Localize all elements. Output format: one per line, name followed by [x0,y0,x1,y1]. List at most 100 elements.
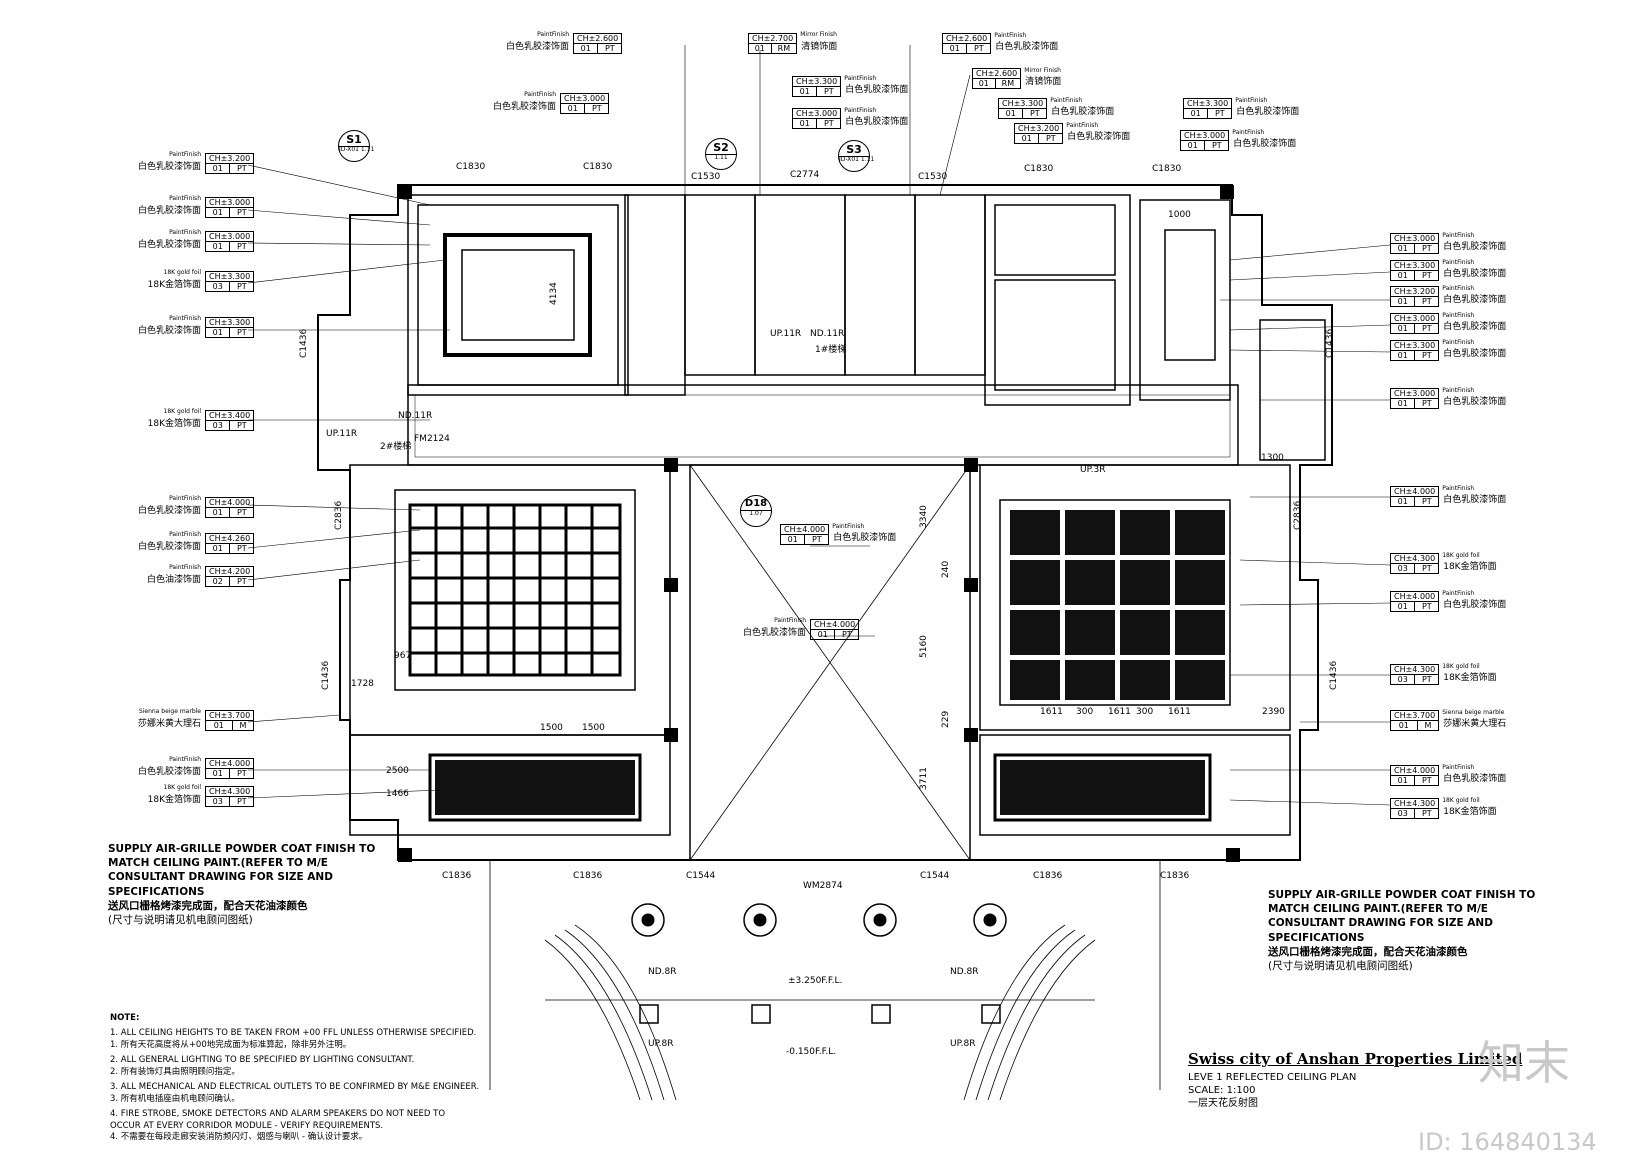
finish-tag-t11-finish: PaintFinish [1232,129,1265,136]
finish-tag-t5-code: 01 [791,118,818,129]
finish-tag-t8-finish: PaintFinish [1050,97,1083,104]
finish-tag-t2-ch: CH±3.000 [559,93,610,104]
leader-lines [247,45,1391,806]
finish-tag-r9-code: 01 [1389,601,1416,612]
note-item: 2. 所有装饰灯具由照明顾问指定。 [110,1066,240,1077]
finish-tag-t1-zh: 白色乳胶漆饰面 [505,42,569,52]
finish-tag-t6-finish: PaintFinish [994,32,1027,39]
finish-tag-r7-code: 01 [1389,496,1416,507]
dimension-label: C1436 [1329,660,1339,690]
finish-tag-r4-code: 01 [1389,323,1416,334]
dimension-label: 3711 [919,767,929,790]
watermark-logo: 知末 [1478,1036,1570,1090]
finish-tag-r1-zh: 白色乳胶漆饰面 [1443,242,1507,252]
dimension-label: UP.8R [950,1039,976,1049]
dimension-label: C1830 [1024,164,1054,174]
columns [398,185,1240,862]
section-marker-s3-id: S3 [846,143,862,156]
finish-tag-t10-type: PT [1207,108,1233,119]
note-item: 1. ALL CEILING HEIGHTS TO BE TAKEN FROM … [110,1028,477,1039]
note-item: OCCUR AT EVERY CORRIDOR MODULE - VERIFY … [110,1120,384,1131]
finish-tag-t10-zh: 白色乳胶漆饰面 [1236,107,1300,117]
finish-tag-t6-zh: 白色乳胶漆饰面 [995,42,1059,52]
note-item: 4. FIRE STROBE, SMOKE DETECTORS AND ALAR… [110,1109,446,1120]
dimension-label: C2774 [790,170,820,180]
finish-tag-r8-finish: 18K gold foil [1442,552,1480,559]
finish-tag-l9-code: 02 [204,576,231,587]
finish-tag-t11-type: PT [1204,140,1230,151]
finish-tag-t3-finish: Mirror Finish [800,31,837,38]
finish-tag-r4-ch: CH±3.000 [1389,313,1440,324]
finish-tag-t11-ch: CH±3.000 [1179,130,1230,141]
finish-tag-l3-zh: 白色乳胶漆饰面 [137,240,201,250]
finish-tag-t3-type: RM [770,43,798,54]
finish-tag-r10-type: PT [1414,674,1440,685]
finish-tag-r10-zh: 18K金箔饰面 [1443,673,1497,683]
finish-tag-l12-zh: 18K金箔饰面 [147,795,201,805]
finish-tag-r5-type: PT [1414,350,1440,361]
air-grille-note-right-zh2: (尺寸与说明请见机电顾问图纸) [1268,959,1413,972]
dimension-label: C1530 [918,172,948,182]
finish-tag-c1-code: 01 [779,534,806,545]
finish-tag-r8-zh: 18K金箔饰面 [1443,562,1497,572]
dimension-label: C1436 [1325,328,1335,358]
finish-tag-l4-ch: CH±3.300 [204,271,255,282]
finish-tag-l11-finish: PaintFinish [169,756,201,763]
finish-tag-t6-ch: CH±2.600 [941,33,992,44]
finish-tag-c2-code: 01 [809,629,836,640]
finish-tag-t9-finish: PaintFinish [1066,122,1099,129]
dimension-label: C1830 [583,162,613,172]
section-marker-s2-ref: 1.11 [706,154,736,161]
air-grille-note-right-en1: SUPPLY AIR-GRILLE POWDER COAT FINISH TO [1268,889,1536,901]
finish-tag-l5-zh: 白色乳胶漆饰面 [137,326,201,336]
finish-tag-l1-ch: CH±3.200 [204,153,255,164]
finish-tag-l12-ch: CH±4.300 [204,786,255,797]
finish-tag-r4-type: PT [1414,323,1440,334]
dimension-label: UP.11R [770,329,802,339]
finish-tag-l4-finish: 18K gold foil [163,269,201,276]
finish-tag-l6-type: PT [229,420,255,431]
dimension-label: 967 [394,651,412,661]
section-marker-s1-id: S1 [346,133,362,146]
corridor-pattern [414,394,1231,458]
air-grille-note-right-en4: SPECIFICATIONS [1268,931,1365,944]
dimension-label: 300 [1076,707,1094,717]
finish-tag-l10-code: 01 [205,720,233,731]
note-item: 4. 不需要在每段走廊安装消防频闪灯、烟感与喇叭 - 确认设计要求。 [110,1132,368,1143]
air-grille-note-right-zh1: 送风口栅格烤漆完成面，配合天花油漆颜色 [1268,945,1468,958]
air-grille-note-left-zh2: (尺寸与说明请见机电顾问图纸) [108,913,253,926]
finish-tag-t8-ch: CH±3.300 [997,98,1048,109]
dimension-label: 1500 [540,723,563,733]
finish-tag-l4-type: PT [229,281,255,292]
section-marker-s3: S3 ID-X01 1.11 [838,140,874,172]
finish-tag-r7-zh: 白色乳胶漆饰面 [1443,495,1507,505]
dimension-label: 1500 [582,723,605,733]
finish-tag-t10-ch: CH±3.300 [1182,98,1233,109]
finish-tag-t3-code: 01 [748,43,772,54]
finish-tag-l9-ch: CH±4.200 [204,566,255,577]
finish-tag-l6-ch: CH±3.400 [204,410,255,421]
finish-tag-r6-code: 01 [1389,398,1416,409]
finish-tag-l5-type: PT [229,327,255,338]
dimension-label: 300 [1136,707,1154,717]
finish-tag-r6-finish: PaintFinish [1442,387,1475,394]
dimension-label: C1836 [442,871,472,881]
finish-tag-t7-type: RM [994,78,1022,89]
finish-tag-l2-finish: PaintFinish [169,195,201,202]
finish-tag-r3-type: PT [1414,296,1440,307]
